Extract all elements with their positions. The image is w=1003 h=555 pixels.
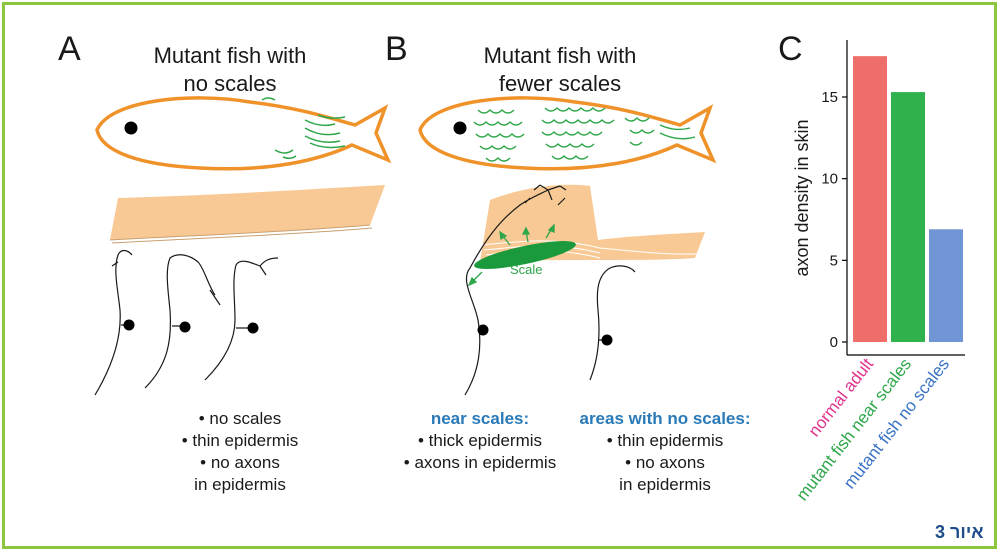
bar: [929, 229, 963, 342]
y-tick-label: 10: [821, 171, 838, 188]
bar: [853, 56, 887, 342]
y-tick-label: 15: [821, 89, 838, 106]
y-axis-title: axon density in skin: [792, 119, 812, 276]
figure-caption: איור 3: [935, 522, 984, 543]
bar: [891, 92, 925, 342]
y-tick-label: 0: [830, 334, 838, 351]
y-tick-label: 5: [830, 252, 838, 269]
